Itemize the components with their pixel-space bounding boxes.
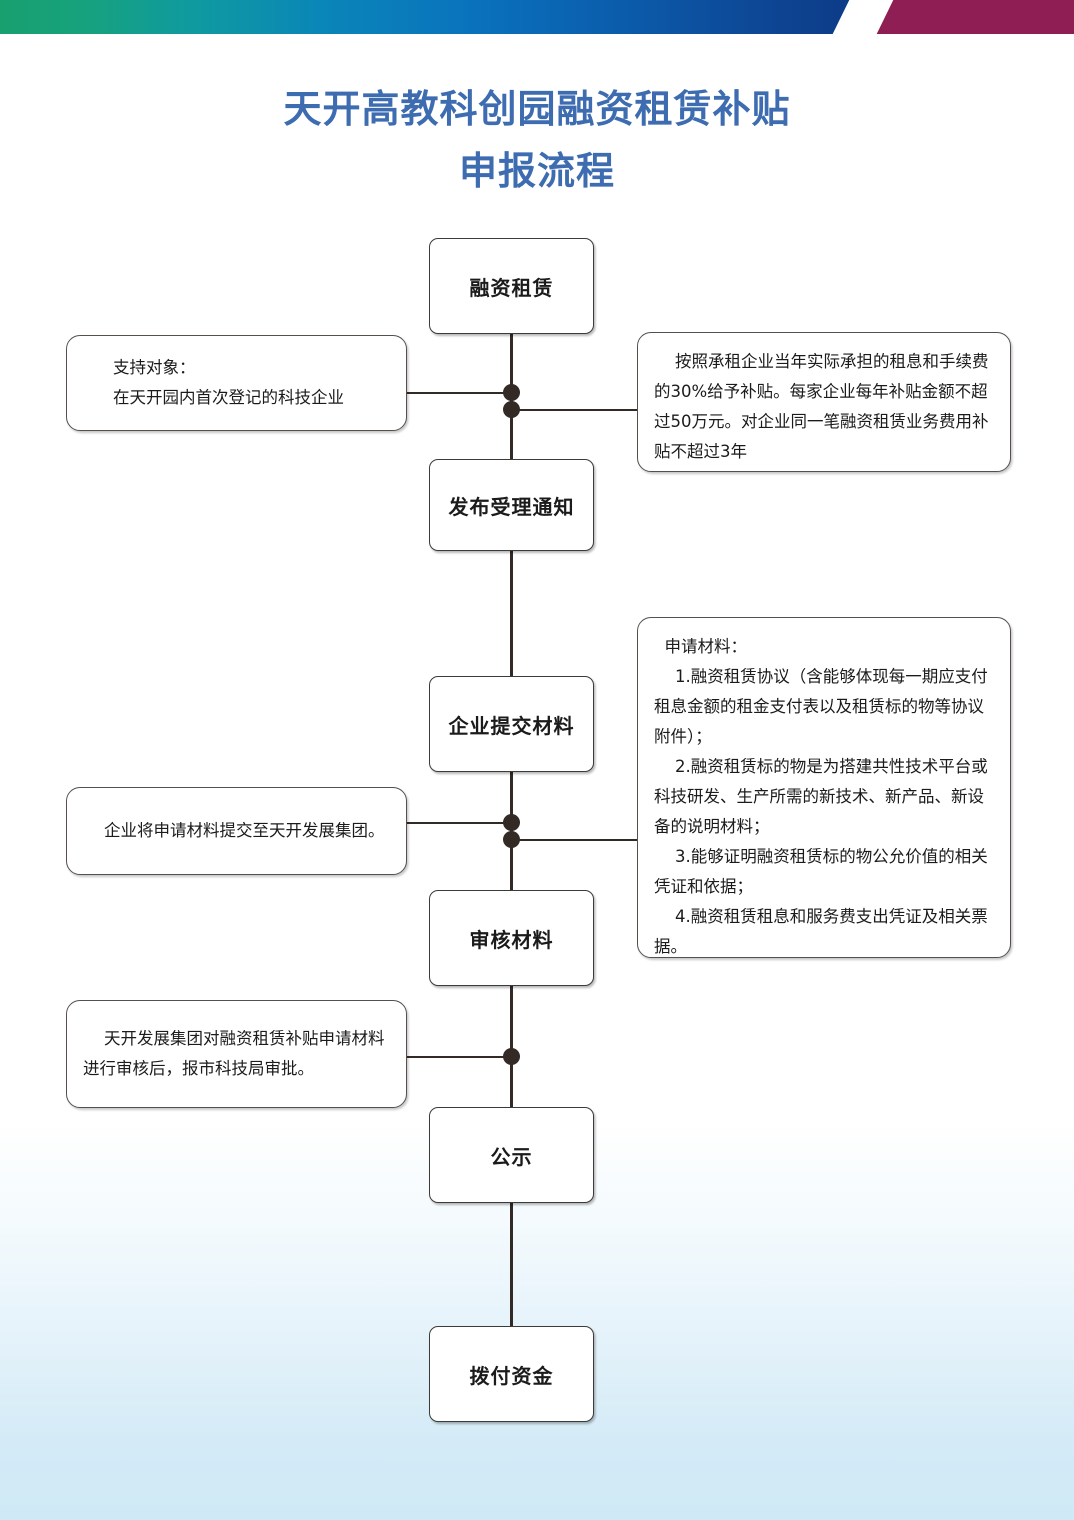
junction-dot-2a <box>503 814 520 831</box>
flow-node-publish-notice[interactable]: 发布受理通知 <box>429 459 594 551</box>
flow-node-label: 企业提交材料 <box>448 713 575 738</box>
flow-connector-4 <box>510 982 513 1107</box>
flow-node-review-materials[interactable]: 审核材料 <box>429 890 594 986</box>
flow-connector-5 <box>510 1198 513 1326</box>
flow-node-label: 公示 <box>490 1144 533 1169</box>
page-title-line-1: 天开高教科创园融资租赁补贴 <box>283 87 791 131</box>
page-title-line-2: 申报流程 <box>458 149 615 193</box>
note-submit-to-group: 企业将申请材料提交至天开发展集团。 <box>66 787 407 875</box>
junction-dot-1a <box>503 384 520 401</box>
connector-support-target <box>406 392 512 394</box>
junction-dot-2b <box>503 831 520 848</box>
connector-submit-note <box>406 822 512 824</box>
header-banner <box>0 0 1074 34</box>
flow-node-label: 发布受理通知 <box>448 494 575 519</box>
note-subsidy-rule: 按照承租企业当年实际承担的租息和手续费的30%给予补贴。每家企业每年补贴金额不超… <box>637 332 1011 472</box>
note-application-materials: 申请材料： 1.融资租赁协议（含能够体现每一期应支付租息金额的租金支付表以及租赁… <box>637 617 1011 958</box>
note-review-process: 天开发展集团对融资租赁补贴申请材料进行审核后，报市科技局审批。 <box>66 1000 407 1108</box>
connector-review-note <box>406 1056 512 1058</box>
flow-node-disburse-funds[interactable]: 拨付资金 <box>429 1326 594 1422</box>
flow-node-label: 审核材料 <box>469 927 554 952</box>
connector-subsidy-rule <box>512 409 638 411</box>
flow-node-financial-leasing[interactable]: 融资租赁 <box>429 238 594 334</box>
junction-dot-3 <box>503 1048 520 1065</box>
flow-node-public-announcement[interactable]: 公示 <box>429 1107 594 1203</box>
connector-application-materials <box>512 839 638 841</box>
flow-node-submit-materials[interactable]: 企业提交材料 <box>429 676 594 772</box>
page-title: 天开高教科创园融资租赁补贴 申报流程 <box>0 78 1074 202</box>
flow-node-label: 拨付资金 <box>469 1363 554 1388</box>
flow-node-label: 融资租赁 <box>469 275 554 300</box>
flow-connector-2 <box>510 546 513 676</box>
note-support-target: 支持对象： 在天开园内首次登记的科技企业 <box>66 335 407 431</box>
junction-dot-1b <box>503 401 520 418</box>
